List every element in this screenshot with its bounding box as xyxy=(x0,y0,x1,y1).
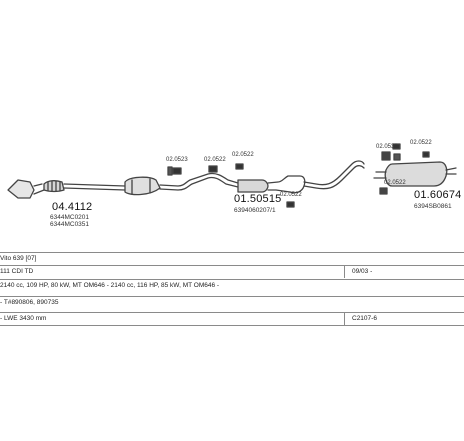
middle-silencer xyxy=(237,179,269,193)
flex-joint-ribs xyxy=(47,180,61,192)
chassis-range: - T#890806, 890735 xyxy=(0,299,59,306)
clamp-1 xyxy=(167,166,182,176)
part-number-p2: 01.50515 xyxy=(234,193,282,205)
engine-type: 111 CDI TD xyxy=(0,268,34,275)
info-row-spec: 2140 cc, 109 HP, 80 kW, MT OM646 - 2140 … xyxy=(0,279,464,292)
info-row-model: Vito 639 [07] xyxy=(0,252,464,265)
clamp-label-c: 02.0522 xyxy=(232,152,254,158)
clamp-2 xyxy=(208,165,218,173)
rear-silencer xyxy=(384,161,448,187)
reference-code: C2107-6 xyxy=(352,315,377,322)
info-row-chassis: - T#890806, 890735 xyxy=(0,296,464,309)
front-pipe xyxy=(63,183,126,191)
info-row-engine: 111 CDI TD 09/03 - xyxy=(0,265,464,278)
clamp-8 xyxy=(422,151,430,158)
tail-pipe xyxy=(303,160,365,190)
catalyst-mid xyxy=(124,176,161,196)
clamp-label-f: 02.0522 xyxy=(410,140,432,146)
info-row-wheelbase: - LWE 3430 mm C2107-6 xyxy=(0,312,464,326)
catalyst-front xyxy=(7,179,35,199)
clamp-6 xyxy=(392,143,401,150)
rear-tailpipe xyxy=(445,167,457,175)
part-number-p1: 04.4112 xyxy=(52,201,93,213)
rear-inlet xyxy=(373,171,387,179)
part-code-p3-a: 6394SB0861 xyxy=(414,203,452,210)
clamp-7 xyxy=(379,187,388,195)
catalyst-front-neck xyxy=(33,183,45,195)
production-date: 09/03 - xyxy=(352,268,373,275)
mid-pipe xyxy=(159,172,239,191)
clamp-5 xyxy=(381,151,401,161)
vehicle-model: Vito 639 [07] xyxy=(0,255,37,262)
part-code-p2-a: 6394060207/1 xyxy=(234,207,276,214)
clamp-4 xyxy=(286,201,295,208)
clamp-label-e: 02.0533 xyxy=(376,144,398,150)
engine-spec: 2140 cc, 109 HP, 80 kW, MT OM646 - 2140 … xyxy=(0,282,220,289)
flex-joint xyxy=(43,180,65,193)
clamp-3 xyxy=(235,163,244,170)
clamp-label-g: 02.0522 xyxy=(384,180,406,186)
part-code-p1-a: 6344MC0201 xyxy=(50,214,90,221)
part-code-p1-b: 6344MC0351 xyxy=(50,221,90,228)
clamp-label-d: 02.0522 xyxy=(280,192,302,198)
catalyst-mid-detail xyxy=(131,178,151,195)
part-number-p3: 01.60674 xyxy=(414,189,462,201)
silencer-mid-pipe xyxy=(267,175,306,194)
wheelbase: - LWE 3430 mm xyxy=(0,315,47,322)
clamp-label-b: 02.0522 xyxy=(204,157,226,163)
clamp-label-a: 02.0523 xyxy=(166,157,188,163)
